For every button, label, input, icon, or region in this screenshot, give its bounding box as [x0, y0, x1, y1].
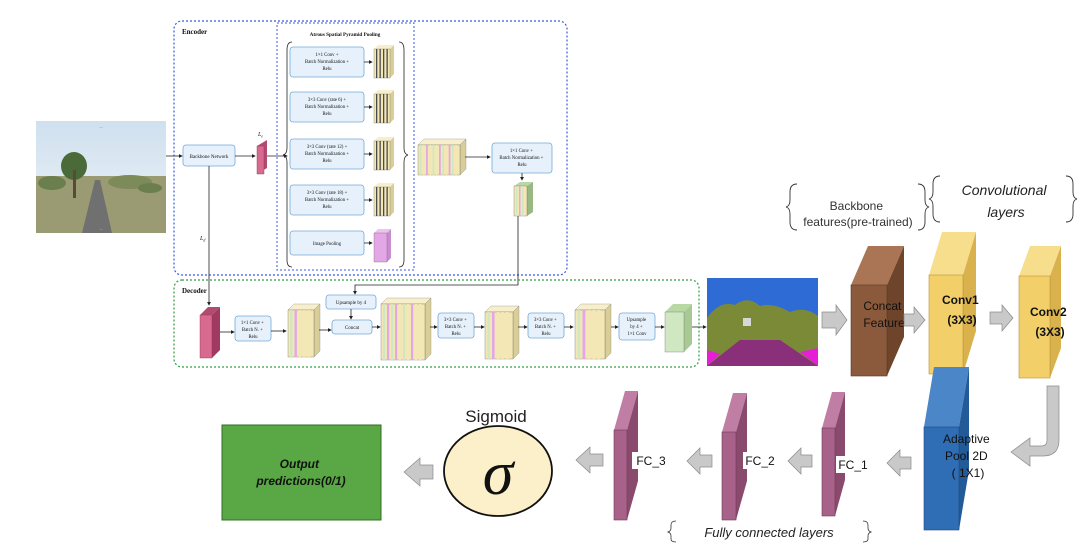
backbone-brace-label: Backbone features(pre-trained)	[803, 199, 912, 229]
le-feature-map	[256, 140, 267, 175]
output-label: Output predictions(0/1)	[255, 457, 345, 488]
aspp-left-brace	[282, 41, 293, 268]
aspp-feature-3	[373, 140, 391, 171]
aspp-feature-1	[373, 48, 391, 79]
encoder-title: Encoder	[182, 28, 207, 36]
image-caption-top: ...	[99, 124, 102, 129]
decoder-title: Decoder	[182, 287, 207, 295]
aspp-block-label: 3×3 Conv (rate 6) +Batch Normalization +…	[305, 98, 349, 117]
backbone-network-label: Backbone Network	[190, 155, 229, 160]
segmentation-map	[707, 278, 818, 366]
aspp-right-brace	[398, 41, 409, 268]
conv-brace-label: Convolutional layers	[962, 182, 1051, 220]
decoder-conv3b-block	[527, 312, 565, 339]
arrow-conv1-to-conv2	[989, 304, 1014, 332]
decoder-upsample-label: Upsample by 4	[336, 301, 367, 306]
output-block	[221, 424, 382, 521]
decoder-conv3a-block	[437, 312, 475, 339]
input-image: ... ...	[36, 121, 166, 233]
aspp-region	[276, 22, 415, 271]
aspp-block-label: 3×3 Conv (rate 18) +Batch Normalization …	[305, 191, 349, 210]
decoder-conv3a-features	[484, 305, 520, 360]
decoder-low-level-features	[287, 303, 321, 358]
fc2-label: FC_2	[745, 454, 775, 468]
concat-feature-label: Concat Feature	[863, 299, 905, 330]
aspp-feature-2	[373, 93, 391, 124]
aspp-block-label: 3×3 Conv (rate 12) +Batch Normalization …	[305, 145, 349, 164]
sigmoid-circle	[443, 425, 553, 517]
decoder-upsample-final-label: Upsample by 4 + 1×1 Conv	[627, 318, 648, 337]
arrow-sigmoid-to-output	[403, 457, 434, 487]
encoder-output-features	[513, 182, 533, 217]
ld-label: Ld	[199, 236, 206, 243]
arrow-seg-to-concat	[821, 303, 848, 337]
decoder-conv3b-features	[574, 303, 612, 360]
arrow-concat-to-conv1	[903, 306, 926, 334]
aspp-title: Atrous Spatial Pyramid Pooling	[310, 32, 381, 38]
arrow-fc1-to-fc2	[787, 447, 813, 475]
conv-brace-right	[1065, 175, 1078, 223]
aspp-feature-4	[373, 186, 391, 217]
adaptive-pool-block	[923, 367, 969, 531]
conv2-label: Conv2 (3X3)	[1030, 305, 1070, 339]
conv1-label: Conv1 (3X3)	[942, 293, 982, 327]
arrow-fc2-to-fc3	[686, 447, 713, 475]
fc1-label: FC_1	[838, 458, 868, 472]
decoder-ld-feature	[199, 307, 220, 359]
le-label: Le	[257, 132, 263, 139]
fc2-label-bg	[743, 452, 778, 469]
encoder-concat-features	[417, 138, 467, 176]
decoder-upsample-final-block	[618, 312, 656, 341]
decoder-concat-label: Concat	[345, 326, 360, 331]
decoder-conv3b-label: 3×3 Conv + Batch N. + Relu	[534, 318, 558, 337]
decoder-conv1-block	[234, 315, 272, 342]
decoder-conv3a-label: 3×3 Conv + Batch N. + Relu	[444, 318, 468, 337]
encoder-post-conv-label: 1×1 Conv + Batch Normalization + Relu	[499, 149, 544, 168]
fc1-label-bg	[836, 456, 870, 473]
fc2-block	[721, 393, 747, 521]
arrow-pool-to-fc1	[886, 449, 912, 477]
fc1-block	[821, 392, 845, 517]
concat-feature-block	[850, 246, 904, 377]
decoder-output-map	[664, 304, 692, 353]
sigma-symbol: σ	[483, 440, 516, 508]
decoder-conv1-label: 1×1 Conv + Batch N. + Relu	[241, 321, 265, 340]
conv2-block	[1018, 246, 1061, 379]
aspp-block-label: 1×1 Conv +Batch Normalization +Relu	[305, 53, 349, 72]
backbone-brace	[785, 183, 798, 231]
conv-brace-left	[928, 175, 941, 223]
conv1-block	[928, 232, 976, 375]
fc3-label-bg	[632, 452, 670, 469]
arrow-conv2-to-pool	[1010, 385, 1060, 467]
decoder-region	[173, 279, 700, 368]
aspp-block-label: Image Pooling	[313, 242, 342, 247]
backbone-brace-right	[917, 183, 930, 231]
image-pooling-feature	[373, 232, 388, 263]
adaptive-pool-label: Adaptive Pool 2D ( 1X1)	[943, 432, 993, 480]
sigmoid-title: Sigmoid	[465, 407, 526, 426]
fc-brace-label: Fully connected layers	[704, 525, 834, 540]
encoder-region	[173, 20, 568, 276]
image-caption-bottom: ...	[100, 227, 103, 231]
fc3-label: FC_3	[636, 454, 666, 468]
fc-brace-right	[862, 520, 873, 543]
decoder-concat-features	[380, 297, 432, 361]
fc-brace-left	[666, 520, 677, 543]
arrow-fc3-to-sigmoid	[575, 446, 604, 474]
